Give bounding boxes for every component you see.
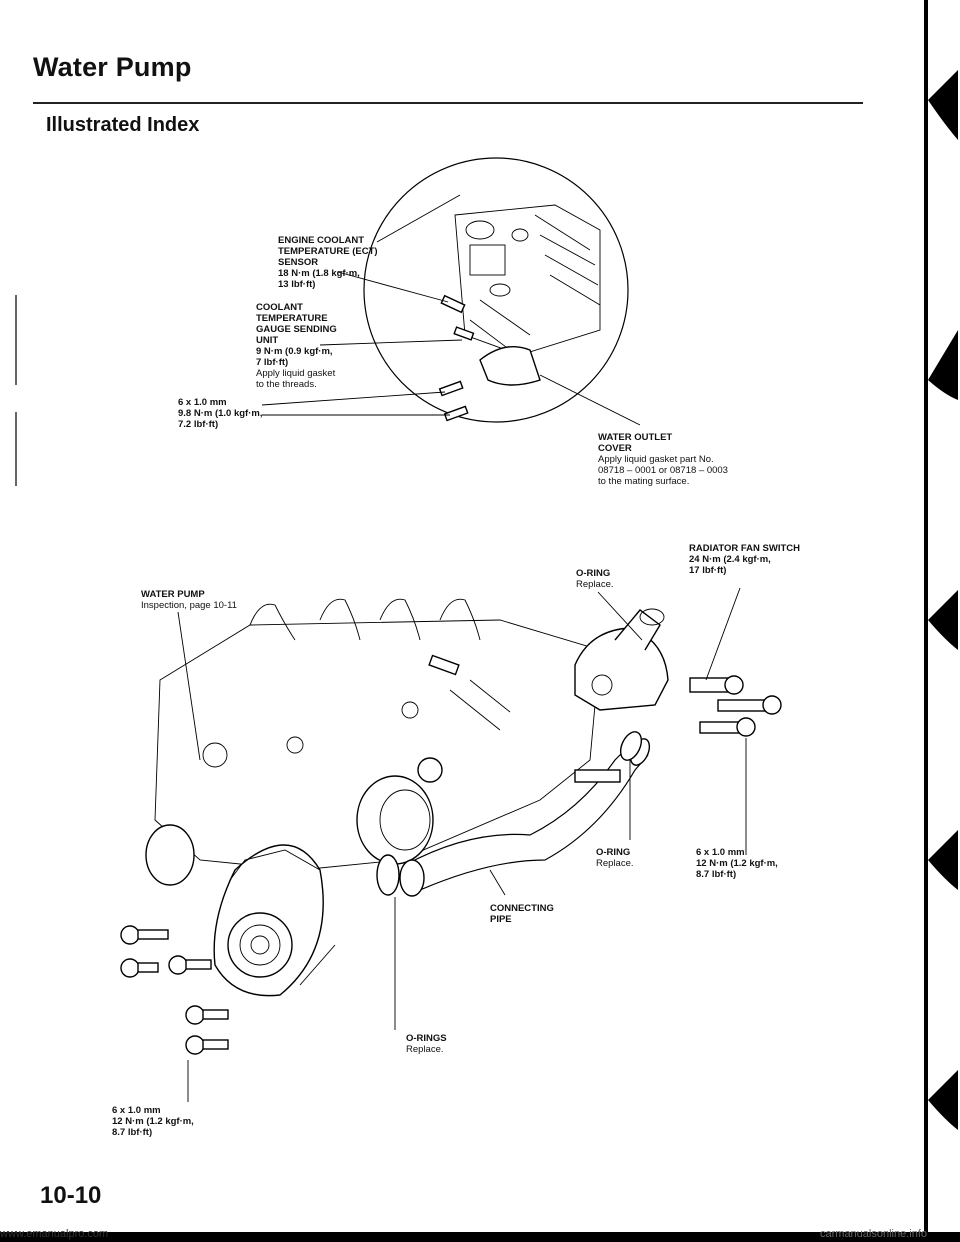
bottom-edge-bar — [0, 1232, 960, 1242]
leader-pump-2 — [299, 944, 336, 986]
oring-top-note: Replace. — [576, 579, 614, 590]
o-ring-bottom-part — [376, 854, 400, 896]
bolt-mid-torque: 12 N·m (1.2 kgf·m, 8.7 lbf·ft) — [696, 858, 778, 880]
label-ect-sensor: ENGINE COOLANT TEMPERATURE (ECT) SENSOR … — [278, 235, 378, 290]
detail-circle — [363, 157, 629, 423]
leader-water-pump — [177, 611, 201, 761]
label-bolt-mid: 6 x 1.0 mm 12 N·m (1.2 kgf·m, 8.7 lbf·ft… — [696, 847, 778, 880]
binding-mark-4 — [928, 830, 958, 890]
label-orings-bottom: O-RINGS Replace. — [406, 1033, 447, 1055]
footer-watermark-left[interactable]: www.emanualpro.com — [0, 1228, 109, 1240]
leader-oring-top — [597, 591, 643, 641]
water-outlet-housing — [574, 608, 669, 711]
binding-mark-3 — [928, 590, 958, 650]
outlet-cover-note: Apply liquid gasket part No. 08718 – 000… — [598, 454, 728, 487]
water-pump-name: WATER PUMP — [141, 589, 205, 600]
label-gauge-unit: COOLANT TEMPERATURE GAUGE SENDING UNIT 9… — [256, 302, 337, 390]
ect-sensor-name: ENGINE COOLANT TEMPERATURE (ECT) SENSOR — [278, 235, 378, 268]
leader-gauge — [319, 339, 463, 346]
orings-bottom-note: Replace. — [406, 1044, 444, 1055]
outlet-cover-part — [479, 346, 541, 386]
leader-bolt-1 — [261, 391, 446, 406]
label-oring-mid: O-RING Replace. — [596, 847, 634, 869]
ect-sensor-torque: 18 N·m (1.8 kgf·m, 13 lbf·ft) — [278, 268, 360, 290]
housing-bolts — [699, 695, 782, 737]
pump-bolts — [120, 925, 229, 1055]
bolt-mid-size: 6 x 1.0 mm — [696, 847, 745, 858]
footer-watermark-right[interactable]: carmanualsonline.info — [820, 1228, 928, 1240]
page-title: Water Pump — [33, 52, 192, 82]
label-connecting-pipe: CONNECTING PIPE — [490, 903, 554, 925]
leader-ect-1 — [376, 194, 461, 243]
leader-pipe — [489, 869, 506, 896]
label-bolt-bottom: 6 x 1.0 mm 12 N·m (1.2 kgf·m, 8.7 lbf·ft… — [112, 1105, 194, 1138]
bolt-top-size: 6 x 1.0 mm — [178, 397, 227, 408]
section-subtitle: Illustrated Index — [46, 114, 200, 136]
gauge-unit-note: Apply liquid gasket to the threads. — [256, 368, 336, 390]
leader-outlet — [539, 374, 641, 426]
outlet-cover-name: WATER OUTLET COVER — [598, 432, 673, 454]
binding-mark-5 — [928, 1070, 958, 1130]
title-rule — [33, 102, 863, 104]
engine-head-detail — [454, 204, 601, 356]
bolt-bottom-torque: 12 N·m (1.2 kgf·m, 8.7 lbf·ft) — [112, 1116, 194, 1138]
fan-switch-torque: 24 N·m (2.4 kgf·m, 17 lbf·ft) — [689, 554, 771, 576]
leader-ect-2 — [337, 271, 449, 303]
binding-mark-1 — [928, 70, 958, 140]
binding-mark-2 — [928, 330, 958, 400]
label-bolt-top: 6 x 1.0 mm 9.8 N·m (1.0 kgf·m, 7.2 lbf·f… — [178, 397, 262, 430]
gauge-unit-part — [453, 326, 475, 341]
orings-bottom-name: O-RINGS — [406, 1033, 447, 1044]
engine-block — [145, 598, 601, 886]
water-pump-part — [213, 844, 324, 997]
bolt-top-torque: 9.8 N·m (1.0 kgf·m, 7.2 lbf·ft) — [178, 408, 263, 430]
leader-fan-switch — [705, 587, 741, 681]
o-ring-mid-part — [619, 731, 643, 761]
fan-switch-part — [689, 675, 744, 695]
label-outlet-cover: WATER OUTLET COVER Apply liquid gasket p… — [598, 432, 728, 487]
oring-mid-note: Replace. — [596, 858, 634, 869]
page-number: 10-10 — [40, 1182, 102, 1209]
gauge-unit-torque: 9 N·m (0.9 kgf·m, 7 lbf·ft) — [256, 346, 333, 368]
bolt-bottom-size: 6 x 1.0 mm — [112, 1105, 161, 1116]
oring-mid-name: O-RING — [596, 847, 631, 858]
cover-bolt-parts — [438, 380, 469, 422]
label-fan-switch: RADIATOR FAN SWITCH 24 N·m (2.4 kgf·m, 1… — [689, 543, 800, 576]
connecting-pipe-part — [399, 738, 651, 897]
ect-sensor-part — [440, 294, 466, 314]
label-water-pump: WATER PUMP Inspection, page 10-11 — [141, 589, 237, 611]
water-pump-note: Inspection, page 10-11 — [141, 600, 237, 611]
gauge-unit-name: COOLANT TEMPERATURE GAUGE SENDING UNIT — [256, 302, 337, 346]
oring-top-name: O-RING — [576, 568, 611, 579]
binding-edge-line — [924, 0, 928, 1242]
fan-switch-name: RADIATOR FAN SWITCH — [689, 543, 801, 554]
label-oring-top: O-RING Replace. — [576, 568, 614, 590]
connecting-pipe-name: CONNECTING PIPE — [490, 903, 554, 925]
